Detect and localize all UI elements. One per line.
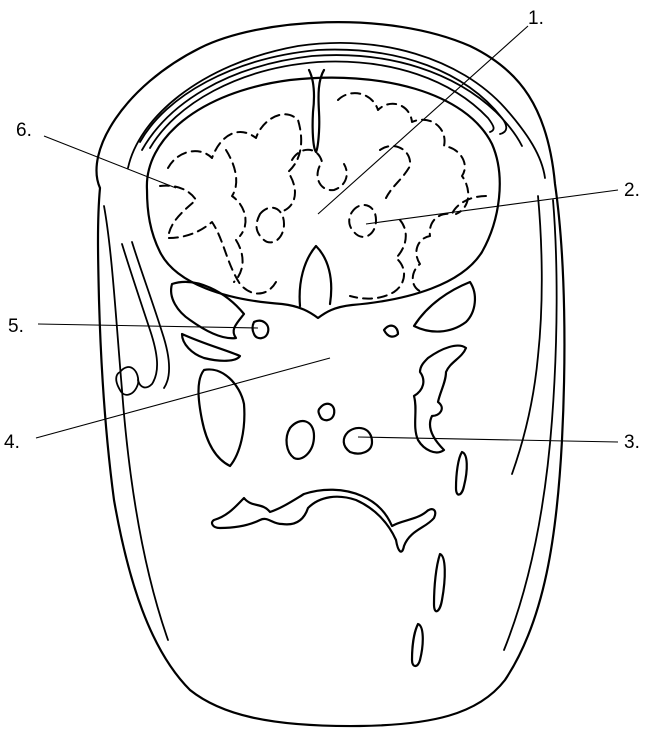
leader-line-6 xyxy=(44,136,176,188)
gyral-pattern-left-mid xyxy=(226,150,246,236)
left-facial-contour xyxy=(116,367,138,395)
label-4: 4. xyxy=(4,432,20,453)
label-3: 3. xyxy=(624,432,640,453)
left-small-foramen xyxy=(253,321,269,339)
brain-outline xyxy=(147,78,500,318)
gyral-pattern-left-island xyxy=(257,208,285,243)
leader-line-1 xyxy=(318,26,528,214)
left-temporal-contour-inner xyxy=(132,242,169,388)
right-small-foramen xyxy=(384,326,398,337)
right-cheek-contour xyxy=(504,200,557,650)
gyral-pattern-center xyxy=(292,150,347,190)
right-jaw-slit-lower xyxy=(434,554,445,611)
interhemispheric-fissure xyxy=(309,70,324,152)
gyral-pattern-right-island xyxy=(349,205,376,237)
leader-line-4 xyxy=(36,358,330,438)
right-orbit xyxy=(414,282,475,332)
left-maxillary-sinus xyxy=(199,369,245,466)
right-jaw-slit-bottom xyxy=(412,624,423,666)
left-cheek-contour xyxy=(104,206,168,640)
label-6: 6. xyxy=(16,120,32,141)
left-orbit-roof xyxy=(171,282,244,338)
midline-inferior-fissure xyxy=(300,246,332,306)
gyral-pattern-right-outer xyxy=(413,196,486,292)
oral-cavity-contour xyxy=(212,490,435,552)
skull-inner-table xyxy=(142,55,522,150)
nasal-cavity-right xyxy=(344,428,372,454)
label-5: 5. xyxy=(8,316,24,337)
right-maxillary-sinus xyxy=(414,346,466,453)
nasal-cavity-center xyxy=(319,404,335,421)
leader-line-3 xyxy=(358,437,618,442)
nasal-cavity-left xyxy=(287,421,314,459)
gyral-pattern-right-upper xyxy=(338,93,468,214)
skull-outer-table xyxy=(128,43,545,178)
label-1: 1. xyxy=(528,8,544,29)
leader-line-2 xyxy=(366,190,618,224)
label-2: 2. xyxy=(624,180,640,201)
gyral-pattern-left-outer xyxy=(160,186,276,294)
right-temporal-contour xyxy=(512,196,542,474)
gyral-pattern-right-lower xyxy=(350,220,406,299)
right-jaw-slit-upper xyxy=(456,452,467,495)
